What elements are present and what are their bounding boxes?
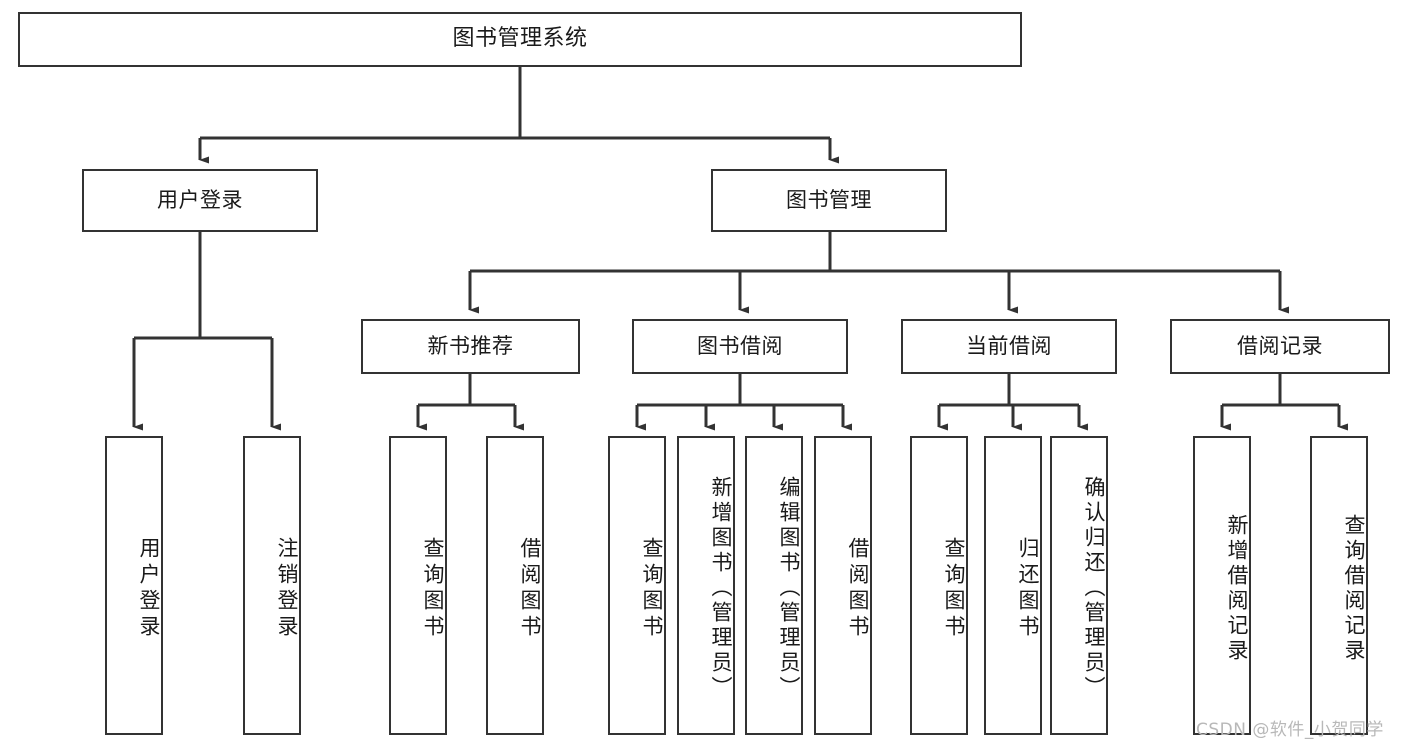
leaf-query-book-borrow-label: 查询图书	[640, 536, 664, 641]
leaf-user-logout[interactable]: 注销登录	[243, 436, 301, 735]
leaf-add-borrow-record-label: 新增借阅记录	[1225, 513, 1249, 664]
leaf-query-book-recommend-label: 查询图书	[421, 536, 445, 641]
leaf-confirm-return-admin[interactable]: 确认归还（管理员）	[1050, 436, 1108, 735]
node-book-borrow-label: 图书借阅	[697, 333, 783, 358]
node-new-book-recommend-label: 新书推荐	[427, 333, 514, 358]
node-borrow-record-label: 借阅记录	[1237, 333, 1323, 358]
node-book-manage[interactable]: 图书管理	[711, 169, 947, 232]
leaf-query-book-current[interactable]: 查询图书	[910, 436, 968, 735]
leaf-query-book-recommend[interactable]: 查询图书	[389, 436, 447, 735]
leaf-confirm-return-admin-label: 确认归还（管理员）	[1082, 476, 1106, 701]
leaf-user-login-label: 用户登录	[137, 536, 161, 641]
node-root-system[interactable]: 图书管理系统	[18, 12, 1022, 67]
leaf-query-borrow-record[interactable]: 查询借阅记录	[1310, 436, 1368, 735]
leaf-query-borrow-record-label: 查询借阅记录	[1342, 513, 1366, 664]
leaf-borrow-book[interactable]: 借阅图书	[814, 436, 872, 735]
node-book-manage-label: 图书管理	[786, 187, 872, 212]
leaf-edit-book-admin[interactable]: 编辑图书（管理员）	[745, 436, 803, 735]
leaf-borrow-book-label: 借阅图书	[846, 536, 870, 641]
node-user-login-label: 用户登录	[157, 187, 243, 212]
leaf-borrow-book-recommend[interactable]: 借阅图书	[486, 436, 544, 735]
node-user-login[interactable]: 用户登录	[82, 169, 318, 232]
node-new-book-recommend[interactable]: 新书推荐	[361, 319, 580, 374]
leaf-add-borrow-record[interactable]: 新增借阅记录	[1193, 436, 1251, 735]
node-book-borrow[interactable]: 图书借阅	[632, 319, 848, 374]
leaf-add-book-admin-label: 新增图书（管理员）	[709, 476, 733, 701]
leaf-return-book-label: 归还图书	[1016, 536, 1040, 641]
leaf-query-book-borrow[interactable]: 查询图书	[608, 436, 666, 735]
leaf-edit-book-admin-label: 编辑图书（管理员）	[777, 476, 801, 701]
node-borrow-record[interactable]: 借阅记录	[1170, 319, 1390, 374]
leaf-borrow-book-recommend-label: 借阅图书	[518, 536, 542, 641]
leaf-user-logout-label: 注销登录	[275, 536, 299, 641]
leaf-query-book-current-label: 查询图书	[942, 536, 966, 641]
node-current-borrow-label: 当前借阅	[966, 333, 1052, 358]
leaf-return-book[interactable]: 归还图书	[984, 436, 1042, 735]
node-current-borrow[interactable]: 当前借阅	[901, 319, 1117, 374]
leaf-user-login[interactable]: 用户登录	[105, 436, 163, 735]
leaf-add-book-admin[interactable]: 新增图书（管理员）	[677, 436, 735, 735]
node-root-label: 图书管理系统	[452, 26, 588, 52]
